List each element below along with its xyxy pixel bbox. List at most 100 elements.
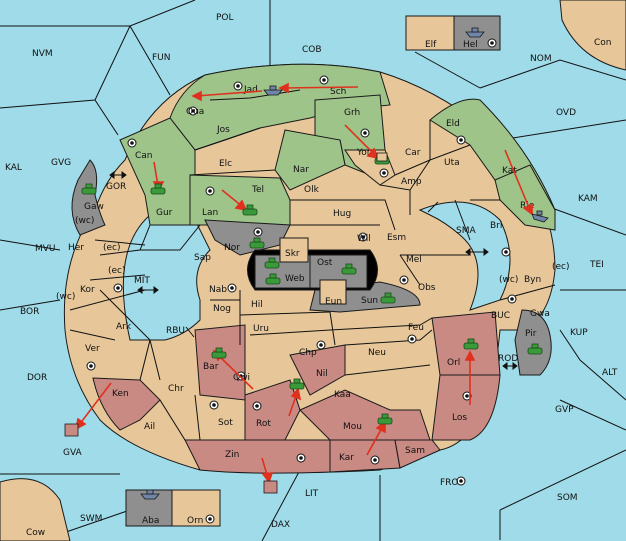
fleet-unit [531, 210, 549, 223]
svg-text:Uta: Uta [444, 158, 460, 168]
sea-label: DOR [27, 373, 47, 383]
province-zin[interactable] [184, 439, 331, 474]
province-con[interactable] [559, 0, 626, 71]
army-unit [377, 413, 393, 425]
sea-label: Con [594, 38, 612, 48]
army-unit [265, 273, 281, 285]
svg-text:(ec): (ec) [108, 266, 126, 276]
sea-label: KAM [578, 194, 598, 204]
province-skr[interactable] [279, 237, 309, 263]
army-unit [249, 237, 265, 249]
province-rot[interactable] [244, 379, 301, 441]
svg-text:Rot: Rot [256, 419, 271, 429]
svg-text:Lan: Lan [202, 208, 218, 218]
sea-label: GVG [51, 158, 71, 168]
svg-text:Sun: Sun [361, 296, 378, 306]
canal-arrows [109, 171, 518, 370]
province-pir[interactable] [514, 309, 552, 376]
fleet-unit [376, 152, 388, 162]
svg-text:Los: Los [452, 413, 467, 423]
svg-text:Hel: Hel [463, 40, 478, 50]
svg-text:Ark: Ark [116, 322, 132, 332]
province-gaw[interactable] [71, 159, 106, 236]
sea-label: COB [302, 45, 322, 55]
svg-text:(ec): (ec) [103, 243, 121, 253]
svg-text:Nar: Nar [293, 165, 309, 175]
province-nar[interactable] [274, 129, 346, 191]
sea-label: SMA [456, 226, 476, 236]
svg-text:Yor: Yor [356, 148, 371, 158]
fleet-unit [465, 27, 485, 38]
sea-label: ALT [602, 368, 618, 378]
province-elf[interactable] [405, 15, 455, 51]
svg-text:Pir: Pir [525, 329, 537, 339]
svg-text:Elc: Elc [219, 159, 232, 169]
army-unit [242, 204, 258, 216]
svg-text:Qua: Qua [186, 107, 204, 117]
svg-text:Gur: Gur [156, 208, 173, 218]
sea-labels: POL NVM FUN COB NOM OVD KAL GVG KAM SMA … [5, 13, 618, 538]
sea-label: BOR [20, 307, 39, 317]
svg-text:Hil: Hil [251, 300, 263, 310]
svg-text:Ken: Ken [112, 389, 129, 399]
sea-label: DAX [271, 520, 290, 530]
province-orn[interactable] [171, 489, 221, 527]
province-cow[interactable] [0, 478, 71, 541]
svg-text:Obs: Obs [418, 283, 436, 293]
armies [81, 153, 543, 425]
svg-text:Sam: Sam [405, 446, 425, 456]
svg-text:Esm: Esm [387, 233, 406, 243]
svg-text:Eun: Eun [325, 297, 342, 307]
green-north [169, 63, 391, 151]
province-sam[interactable] [394, 439, 441, 469]
svg-text:Amp: Amp [401, 177, 422, 187]
sea-label: POL [216, 13, 234, 23]
svg-text:Grh: Grh [344, 108, 360, 118]
svg-text:Byn: Byn [524, 275, 541, 285]
svg-text:(ec): (ec) [552, 262, 570, 272]
svg-text:Gaw: Gaw [84, 202, 104, 212]
inner-sea-rbu[interactable] [122, 214, 211, 341]
army-unit [380, 292, 396, 304]
svg-text:Nor: Nor [224, 243, 240, 253]
svg-text:Neu: Neu [368, 348, 386, 358]
sea-label: NOM [530, 54, 552, 64]
province-ken[interactable] [92, 377, 161, 431]
sea-label: Cow [26, 528, 45, 538]
svg-text:Web: Web [285, 274, 305, 284]
svg-text:Hug: Hug [333, 209, 351, 219]
province-eun[interactable] [319, 279, 347, 305]
sea-label: ROD [498, 354, 518, 364]
sea-label: FUN [152, 53, 171, 63]
svg-text:Eld: Eld [446, 119, 460, 129]
fleet-unit [263, 85, 283, 96]
sea-label: NVM [32, 49, 53, 59]
army-unit [289, 378, 305, 390]
coast-tags: (wc) (ec) (ec) (wc) (wc) (ec) GVG GOR [56, 182, 570, 302]
svg-text:Zin: Zin [225, 450, 239, 460]
sea-label: MIT [134, 276, 150, 286]
sea-label: SWM [80, 514, 102, 524]
svg-text:Ver: Ver [85, 344, 100, 354]
svg-text:Gwa: Gwa [530, 309, 550, 319]
sea-label: KUP [570, 328, 588, 338]
sea-label: GVP [555, 405, 574, 415]
svg-text:Orl: Orl [447, 358, 460, 368]
province-los[interactable] [431, 374, 501, 441]
svg-text:Sch: Sch [330, 87, 346, 97]
svg-text:Tel: Tel [251, 185, 264, 195]
army-unit [341, 263, 357, 275]
fleet-unit [64, 423, 79, 437]
svg-text:Kor: Kor [80, 285, 95, 295]
svg-text:Aba: Aba [142, 516, 159, 526]
svg-text:Jad: Jad [243, 85, 258, 95]
svg-text:Ost: Ost [317, 258, 333, 268]
svg-text:Sot: Sot [218, 418, 233, 428]
svg-text:Kar: Kar [339, 453, 354, 463]
fleet-unit [263, 480, 278, 494]
svg-text:Jos: Jos [216, 125, 230, 135]
province-tel[interactable] [189, 174, 291, 226]
svg-text:Uru: Uru [253, 324, 269, 334]
sea-label: OVD [556, 108, 576, 118]
svg-text:Bar: Bar [203, 362, 219, 372]
